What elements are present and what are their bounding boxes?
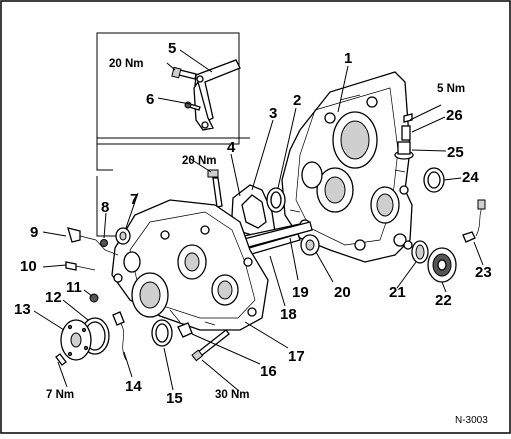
callout-6: 6 — [146, 91, 154, 108]
bracket-bolt — [171, 66, 197, 80]
flange-13 — [60, 319, 92, 361]
inset-box-housing — [96, 137, 250, 171]
callout-labels: 1 2 3 4 5 6 7 8 9 10 11 12 13 14 15 16 1… — [14, 40, 492, 407]
callout-19: 19 — [292, 284, 309, 301]
drive-shaft — [238, 221, 313, 249]
torque-label-breather: 5 Nm — [437, 83, 465, 95]
housing-bolt — [207, 169, 223, 208]
callout-11: 11 — [66, 279, 82, 296]
callout-9: 9 — [30, 224, 38, 241]
plug-20 — [300, 234, 320, 256]
torque-label-housing: 20 Nm — [182, 155, 217, 167]
sensor-9 — [67, 227, 119, 256]
torque-labels: 20 Nm 20 Nm 5 Nm 7 Nm 30 Nm — [46, 58, 465, 401]
callout-1: 1 — [344, 50, 352, 67]
callout-2: 2 — [293, 92, 301, 109]
bushing-7 — [115, 227, 131, 245]
callout-16: 16 — [260, 363, 277, 380]
torque-label-flange: 7 Nm — [46, 389, 74, 401]
callout-3: 3 — [269, 105, 277, 122]
sensor-23 — [462, 199, 486, 243]
flange-bolt — [55, 353, 67, 366]
callout-20: 20 — [334, 284, 351, 301]
torque-label-bracket: 20 Nm — [109, 58, 144, 70]
callout-12: 12 — [45, 289, 62, 306]
torque-label-long-bolt: 30 Nm — [215, 389, 250, 401]
callout-22: 22 — [435, 292, 452, 309]
callout-8: 8 — [101, 199, 109, 216]
callout-26: 26 — [446, 107, 463, 124]
long-bolt — [191, 329, 230, 362]
breather-25 — [394, 141, 414, 160]
leader-lines — [33, 49, 484, 392]
callout-15: 15 — [166, 390, 183, 407]
inset-box-bracket — [96, 32, 240, 145]
callout-18: 18 — [280, 306, 297, 323]
sensor-14 — [112, 311, 127, 361]
bearing-22 — [427, 247, 457, 283]
callout-17: 17 — [288, 348, 305, 365]
seal-ring — [266, 187, 286, 213]
oil-seal-21 — [411, 240, 429, 264]
bracket-part — [193, 59, 241, 131]
figure-id: N-3003 — [455, 415, 488, 426]
plug-16 — [177, 322, 193, 338]
callout-21: 21 — [389, 284, 406, 301]
callout-7: 7 — [130, 191, 138, 208]
switch-10 — [65, 261, 96, 271]
breather-cap-26 — [401, 113, 413, 141]
callout-24: 24 — [462, 169, 479, 186]
transfer-housing-17 — [111, 199, 269, 331]
seal-ring-24 — [423, 167, 445, 193]
seal-15 — [151, 319, 173, 347]
plug-8 — [100, 239, 108, 247]
callout-13: 13 — [14, 301, 31, 318]
callout-5: 5 — [168, 40, 176, 57]
callout-4: 4 — [227, 139, 236, 156]
callout-14: 14 — [125, 378, 142, 395]
main-housing — [281, 71, 413, 263]
callout-10: 10 — [20, 258, 37, 275]
callout-23: 23 — [475, 264, 492, 281]
callout-25: 25 — [447, 144, 464, 161]
